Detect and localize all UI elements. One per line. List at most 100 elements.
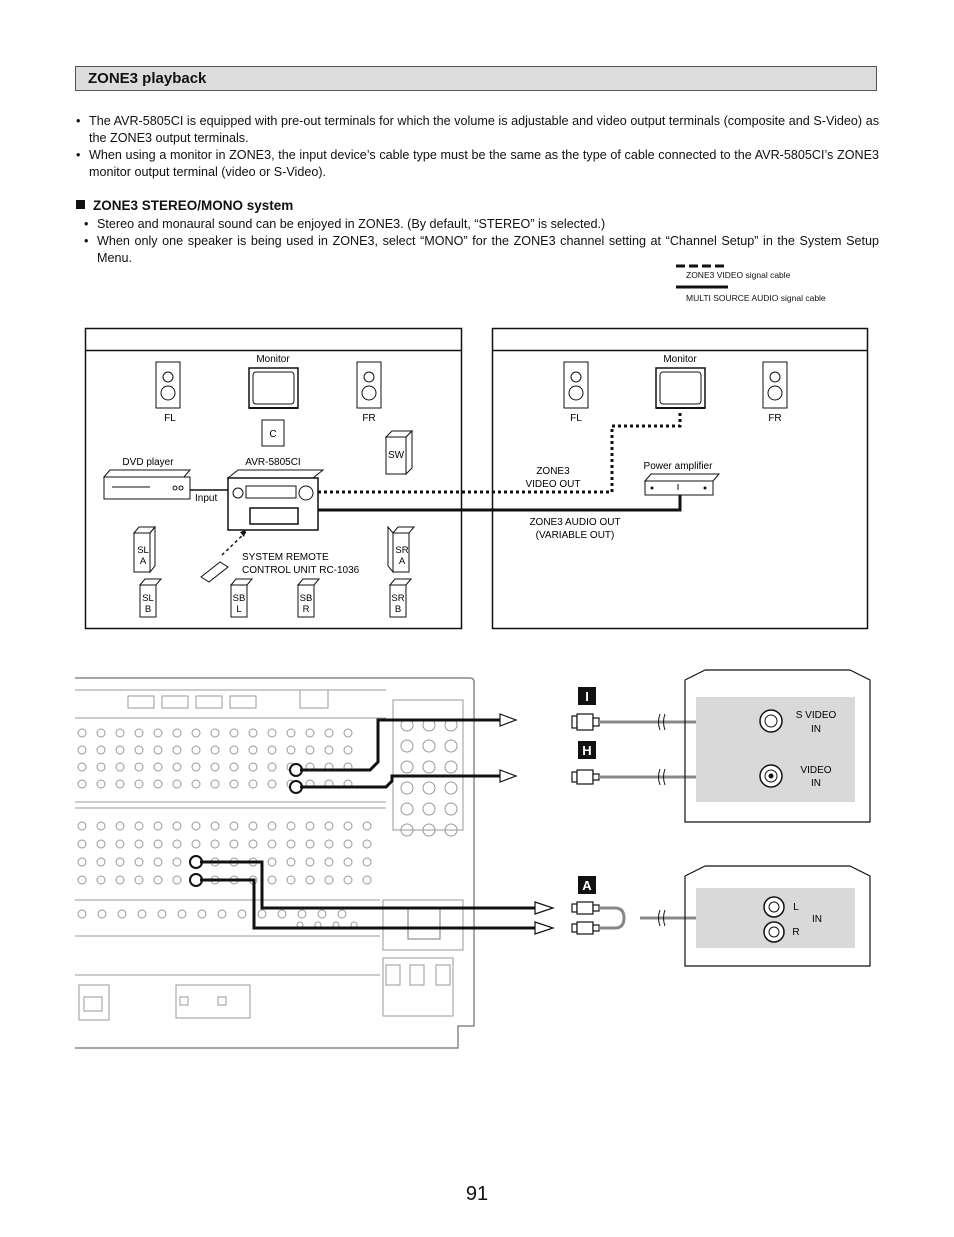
rear-panel-jack-icon	[444, 823, 458, 837]
audio-in-l-jack-icon	[763, 896, 785, 918]
arrow-audio-r-icon	[534, 921, 555, 935]
rear-panel-jack-icon	[115, 728, 125, 738]
amplifier-input-panel: L R IN	[684, 865, 871, 967]
label-fl: FL	[164, 413, 176, 424]
label-sb-l-sub: L	[236, 604, 241, 615]
speaker-sb-l-icon	[229, 578, 254, 618]
label-audio-r: R	[792, 927, 799, 938]
audio-cable-gray-left	[599, 906, 626, 930]
speaker-sr-b-icon	[388, 578, 413, 618]
rear-panel-jack-icon	[77, 762, 87, 772]
rear-panel-jack-icon	[96, 745, 106, 755]
section-title: ZONE3 playback	[88, 70, 207, 87]
rear-panel-jack-icon	[229, 821, 239, 831]
zone3-panel: FL Monitor FR Power amplifier ZONE3 VIDE…	[491, 327, 869, 630]
subsection-title: ZONE3 STEREO/MONO system	[93, 198, 294, 213]
rear-panel-jack-icon	[337, 909, 347, 919]
rear-panel-jack-icon	[362, 821, 372, 831]
rear-panel-jack-icon	[153, 745, 163, 755]
rear-panel-jack-icon	[286, 857, 296, 867]
rear-panel-jack-icon	[248, 839, 258, 849]
audio-cable-l	[200, 860, 535, 910]
label-video-in: IN	[811, 778, 821, 789]
rear-panel-jack-icon	[343, 839, 353, 849]
zone3-label-fl: FL	[570, 413, 582, 424]
rear-panel-jack-icon	[362, 839, 372, 849]
speaker-sl-b-icon	[138, 578, 163, 618]
rear-panel-jack-icon	[343, 745, 353, 755]
rear-panel-jack-icon	[444, 781, 458, 795]
rear-panel-jack-icon	[248, 762, 258, 772]
subwoofer-icon	[384, 429, 414, 476]
rear-panel-jack-icon	[324, 728, 334, 738]
label-receiver: AVR-5805CI	[245, 457, 300, 468]
rear-panel-jack-icon	[115, 821, 125, 831]
rear-panel-jack-icon	[362, 875, 372, 885]
rear-panel-jack-icon	[172, 779, 182, 789]
rear-panel-jack-icon	[77, 728, 87, 738]
rear-panel-jack-icon	[267, 875, 277, 885]
label-subwoofer: SW	[388, 450, 405, 461]
rear-panel-jack-icon	[77, 857, 87, 867]
rear-panel-jack-icon	[191, 839, 201, 849]
label-remote-2: CONTROL UNIT RC-1036	[242, 565, 360, 576]
rear-panel-jack-icon	[444, 802, 458, 816]
audio-in-r-jack-icon	[763, 921, 785, 943]
sub-bullets: Stereo and monaural sound can be enjoyed…	[83, 216, 879, 267]
rear-panel-jack-icon	[217, 909, 227, 919]
label-sl-a-sub: A	[140, 556, 147, 567]
video-plug-left-icon	[571, 769, 600, 785]
rear-panel-jack-icon	[191, 821, 201, 831]
rear-panel-jack-icon	[422, 760, 436, 774]
rear-panel-jack-icon	[286, 728, 296, 738]
rear-panel-jack-icon	[137, 909, 147, 919]
rear-panel-jack-icon	[153, 762, 163, 772]
label-sl-b-sub: B	[145, 604, 151, 615]
label-input: Input	[195, 493, 217, 504]
rear-panel-jack-icon	[305, 745, 315, 755]
intro-bullet: When using a monitor in ZONE3, the input…	[75, 147, 879, 181]
legend-video-label: ZONE3 VIDEO signal cable	[686, 270, 791, 280]
label-zone3-audio-out-2: (VARIABLE OUT)	[536, 530, 615, 541]
page-number: 91	[465, 1183, 489, 1205]
rear-panel-jack-icon	[77, 745, 87, 755]
dvd-player-icon	[102, 469, 192, 500]
rear-panel-jack-icon	[172, 857, 182, 867]
rear-panel-jack-icon	[267, 762, 277, 772]
label-sr-b-sub: B	[395, 604, 401, 615]
rear-panel-jack-icon	[400, 802, 414, 816]
arrow-audio-l-icon	[534, 901, 555, 915]
rear-panel-jack-icon	[115, 839, 125, 849]
zone3-label-monitor: Monitor	[663, 354, 697, 365]
rear-panel-jack-icon	[134, 839, 144, 849]
audio-cable-r	[200, 878, 535, 930]
rear-panel-jack-icon	[210, 728, 220, 738]
rear-panel-jack-icon	[324, 821, 334, 831]
rear-panel-jack-icon	[257, 909, 267, 919]
rear-panel-jack-icon	[229, 779, 239, 789]
rear-panel-jack-icon	[210, 821, 220, 831]
marker-a-icon	[578, 876, 596, 894]
label-zone3-video-out-2: VIDEO OUT	[525, 479, 580, 490]
rear-panel-jack-icon	[343, 857, 353, 867]
rear-panel-jack-icon	[77, 875, 87, 885]
rear-panel-jack-icon	[210, 779, 220, 789]
rear-panel-jack-icon	[210, 762, 220, 772]
rear-panel-jack-icon	[324, 857, 334, 867]
rear-panel-jack-icon	[343, 728, 353, 738]
speaker-fr-icon	[356, 361, 382, 409]
rear-panel-jack-icon	[422, 823, 436, 837]
rear-panel-jack-icon	[305, 821, 315, 831]
rear-panel-jack-icon	[77, 839, 87, 849]
rear-panel-jack-icon	[267, 821, 277, 831]
rear-panel-jack-icon	[210, 745, 220, 755]
rear-panel-jack-icon	[134, 857, 144, 867]
zone3-speaker-fr-icon	[762, 361, 788, 409]
rear-panel-jack-icon	[305, 728, 315, 738]
rear-panel-jack-icon	[153, 821, 163, 831]
rear-panel-jack-icon	[172, 762, 182, 772]
rear-panel-jack-icon	[172, 839, 182, 849]
arrow-video-icon	[499, 769, 518, 783]
label-s-video-in: IN	[811, 724, 821, 735]
